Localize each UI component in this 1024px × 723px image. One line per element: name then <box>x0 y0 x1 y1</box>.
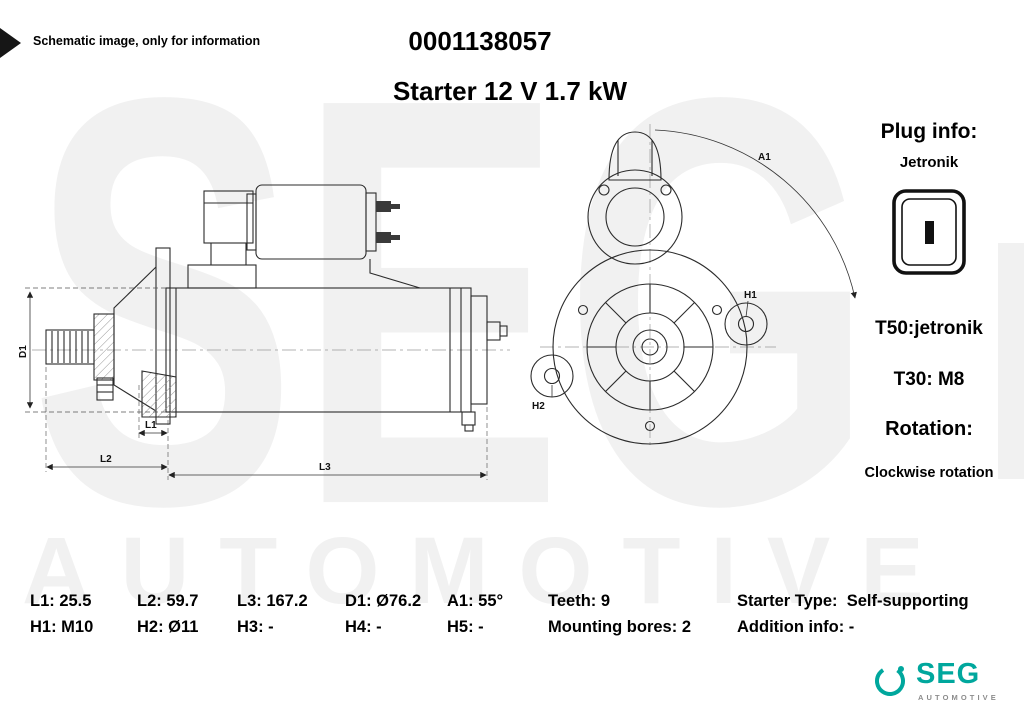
logo-sub-text: AUTOMOTIVE <box>918 693 999 702</box>
spec-h5: H5: - <box>447 618 484 636</box>
t30-terminal-value: T30: M8 <box>893 369 965 390</box>
spec-l2: L2: 59.7 <box>137 592 199 610</box>
spec-h1: H1: M10 <box>30 618 94 636</box>
spec-d1: D1: Ø76.2 <box>345 592 422 610</box>
corner-mark <box>0 28 21 58</box>
watermark-automotive-text: AUTOMOTIVE <box>22 518 954 624</box>
dim-label-l2: L2 <box>100 454 112 465</box>
starter-front-outline <box>530 124 776 448</box>
specs-row-2: H1: M10 H2: Ø11 H3: - H4: - H5: - Mounti… <box>30 618 1020 637</box>
seg-logo-icon <box>875 666 905 696</box>
dim-label-d1: D1 <box>18 345 29 358</box>
plug-info-heading: Plug info: <box>880 120 978 143</box>
dim-label-h1: H1 <box>744 290 757 301</box>
spec-addition-info: Addition info: - <box>737 618 855 636</box>
dim-label-h2: H2 <box>532 401 545 412</box>
plug-type-value: Jetronik <box>899 154 959 171</box>
spec-starter-type: Starter Type: Self-supporting <box>737 592 969 610</box>
dim-label-l1: L1 <box>145 420 157 431</box>
part-number: 0001138057 <box>408 26 552 56</box>
front-view-dimensions: A1 H1 H2 <box>532 129 857 412</box>
logo-brand-text: SEG <box>916 658 981 690</box>
specs-row-1: L1: 25.5 L2: 59.7 L3: 167.2 D1: Ø76.2 A1… <box>30 592 1020 611</box>
dim-label-a1: A1 <box>758 152 771 163</box>
rotation-value: Clockwise rotation <box>864 465 994 481</box>
spec-teeth: Teeth: 9 <box>548 592 611 610</box>
spec-h3: H3: - <box>237 618 274 636</box>
seg-automotive-logo: SEG AUTOMOTIVE <box>872 658 1017 714</box>
watermark-fragment <box>998 243 1024 479</box>
product-title: Starter 12 V 1.7 kW <box>392 76 628 106</box>
plug-connector-icon <box>892 189 966 275</box>
side-view-drawing: D1 L1 L2 L3 <box>18 184 510 480</box>
t50-terminal-value: T50:jetronik <box>875 318 983 339</box>
spec-mounting-bores: Mounting bores: 2 <box>548 618 691 636</box>
dim-label-l3: L3 <box>319 462 331 473</box>
spec-l3: L3: 167.2 <box>237 592 308 610</box>
side-view-dimensions: D1 L1 L2 L3 <box>18 287 488 480</box>
watermark-seg-text: SEG <box>30 0 875 626</box>
spec-h2: H2: Ø11 <box>137 618 199 636</box>
rotation-heading: Rotation: <box>885 418 973 440</box>
spec-h4: H4: - <box>345 618 382 636</box>
spec-l1: L1: 25.5 <box>30 592 92 610</box>
starter-side-outline <box>32 184 510 432</box>
disclaimer-text: Schematic image, only for information <box>33 34 261 48</box>
front-view-drawing: A1 H1 H2 <box>530 124 857 448</box>
spec-a1: A1: 55° <box>447 592 504 610</box>
plug-info-panel: Plug info: Jetronik T50:jetronik T30: M8… <box>845 0 1013 520</box>
